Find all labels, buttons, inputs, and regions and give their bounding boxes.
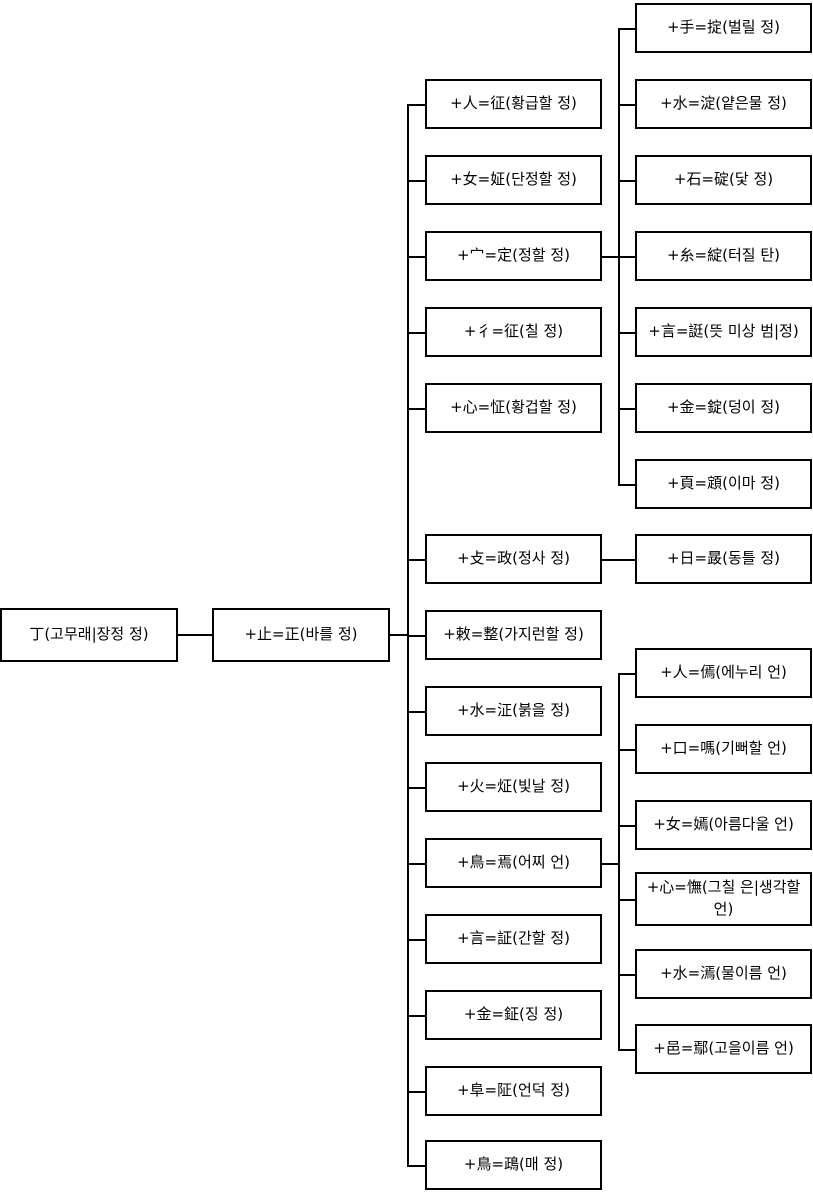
node-level2-5[interactable]: +攴=政(정사 정) <box>425 534 602 584</box>
edge-trunk-to-level2-10 <box>407 939 426 941</box>
node-yan-child-3-label: +心=憮(그칠 은|생각할 언) <box>646 878 801 918</box>
edge-yan-to-child-4 <box>618 974 636 976</box>
edge-yan-to-child-1 <box>618 749 636 751</box>
node-level2-2[interactable]: +宀=定(정할 정) <box>425 231 602 281</box>
node-level2-3[interactable]: +彳=征(칠 정) <box>425 307 602 357</box>
edge-ding-to-child-3 <box>618 256 636 258</box>
edge-level2-2-stub <box>602 256 620 258</box>
edge-trunk-to-level2-6 <box>407 635 426 637</box>
node-level2-12[interactable]: +阜=阷(언덕 정) <box>425 1066 602 1116</box>
node-level2-7-label: +水=泟(붉을 정) <box>456 701 570 720</box>
node-ding-child-0[interactable]: +手=掟(벌릴 정) <box>635 3 812 53</box>
node-ding-child-4-label: +言=誔(뜻 미상 범|정) <box>648 322 799 341</box>
edge-ding-to-child-1 <box>618 104 636 106</box>
node-yan-child-5-label: +邑=鄢(고을이름 언) <box>653 1039 794 1058</box>
node-root[interactable]: 丁(고무래|장정 정) <box>0 608 178 662</box>
edge-trunk-to-level2-5 <box>407 559 426 561</box>
node-ding-child-3-label: +糸=綻(터질 탄) <box>666 246 780 265</box>
node-level2-5-label: +攴=政(정사 정) <box>456 549 570 568</box>
node-level2-11-label: +金=鉦(징 정) <box>463 1005 564 1024</box>
node-level2-4[interactable]: +心=怔(황겁할 정) <box>425 383 602 433</box>
node-level2-6-label: +敕=整(가지런할 정) <box>443 625 584 644</box>
node-yan-child-2-label: +女=嫣(아름다울 언) <box>653 815 794 834</box>
edge-ding-to-child-0 <box>618 28 636 30</box>
node-level2-10-label: +言=証(간할 정) <box>456 929 570 948</box>
edge-yan-to-child-0 <box>618 673 636 675</box>
node-ding-child-2[interactable]: +石=碇(닻 정) <box>635 155 812 205</box>
node-level2-6[interactable]: +敕=整(가지런할 정) <box>425 610 602 660</box>
node-level2-13[interactable]: +鳥=鴊(매 정) <box>425 1140 602 1190</box>
node-level2-0-label: +人=征(황급할 정) <box>450 94 577 113</box>
node-yan-child-1[interactable]: +口=嗎(기뻐할 언) <box>635 724 812 774</box>
edge-trunk-to-level2-9 <box>407 863 426 865</box>
edge-level1-stub <box>390 634 409 636</box>
edge-trunk-to-level2-4 <box>407 408 426 410</box>
node-level2-12-label: +阜=阷(언덕 정) <box>456 1081 570 1100</box>
node-root-label: 丁(고무래|장정 정) <box>29 625 149 644</box>
edge-ding-to-child-6 <box>618 484 636 486</box>
edge-trunk-yan-children <box>618 673 620 1049</box>
node-ding-child-6-label: +頁=顁(이마 정) <box>666 474 780 493</box>
node-level2-9[interactable]: +鳥=焉(어찌 언) <box>425 838 602 888</box>
node-level2-10[interactable]: +言=証(간할 정) <box>425 914 602 964</box>
edge-trunk-to-level2-2 <box>407 256 426 258</box>
node-level2-2-label: +宀=定(정할 정) <box>456 246 570 265</box>
node-level2-8[interactable]: +火=炡(빛날 정) <box>425 762 602 812</box>
node-level2-8-label: +火=炡(빛날 정) <box>456 777 570 796</box>
node-yan-child-0[interactable]: +人=傿(에누리 언) <box>635 648 812 698</box>
node-level1-label: +止=正(바를 정) <box>244 625 358 644</box>
edge-yan-to-child-3 <box>618 899 636 901</box>
node-yan-child-1-label: +口=嗎(기뻐할 언) <box>660 739 787 758</box>
node-ding-child-1[interactable]: +水=淀(얕은물 정) <box>635 79 812 129</box>
edge-trunk-to-level2-3 <box>407 332 426 334</box>
node-ding-child-3[interactable]: +糸=綻(터질 탄) <box>635 231 812 281</box>
node-level2-1[interactable]: +女=姃(단정할 정) <box>425 155 602 205</box>
edge-ding-to-child-4 <box>618 332 636 334</box>
node-zheng-child-0[interactable]: +日=晸(동틀 정) <box>635 534 812 584</box>
edge-ding-to-child-5 <box>618 408 636 410</box>
edge-trunk-to-level2-12 <box>407 1091 426 1093</box>
edge-trunk-to-level2-7 <box>407 711 426 713</box>
edge-root-to-level1 <box>178 634 212 636</box>
node-yan-child-0-label: +人=傿(에누리 언) <box>660 663 787 682</box>
edge-trunk-to-level2-11 <box>407 1015 426 1017</box>
edge-trunk-to-level2-1 <box>407 180 426 182</box>
node-yan-child-5[interactable]: +邑=鄢(고을이름 언) <box>635 1024 812 1074</box>
edge-yan-to-child-2 <box>618 825 636 827</box>
node-level1[interactable]: +止=正(바를 정) <box>212 608 390 662</box>
node-ding-child-5-label: +金=錠(덩이 정) <box>666 398 780 417</box>
edge-ding-to-child-2 <box>618 180 636 182</box>
edge-trunk-to-level2-0 <box>407 104 426 106</box>
node-level2-13-label: +鳥=鴊(매 정) <box>463 1155 564 1174</box>
node-level2-0[interactable]: +人=征(황급할 정) <box>425 79 602 129</box>
edge-trunk-to-level2-8 <box>407 787 426 789</box>
node-level2-9-label: +鳥=焉(어찌 언) <box>456 853 570 872</box>
node-ding-child-5[interactable]: +金=錠(덩이 정) <box>635 383 812 433</box>
node-yan-child-4[interactable]: +水=漹(물이름 언) <box>635 949 812 999</box>
edge-level2-5-to-zheng-child-0 <box>602 559 636 561</box>
node-ding-child-2-label: +石=碇(닻 정) <box>673 170 774 189</box>
node-level2-11[interactable]: +金=鉦(징 정) <box>425 990 602 1040</box>
edge-level2-9-stub <box>602 863 620 865</box>
node-yan-child-2[interactable]: +女=嫣(아름다울 언) <box>635 800 812 850</box>
node-zheng-child-0-label: +日=晸(동틀 정) <box>666 549 780 568</box>
node-level2-7[interactable]: +水=泟(붉을 정) <box>425 686 602 736</box>
node-level2-3-label: +彳=征(칠 정) <box>463 322 564 341</box>
edge-yan-to-child-5 <box>618 1049 636 1051</box>
node-yan-child-3[interactable]: +心=憮(그칠 은|생각할 언) <box>635 872 812 926</box>
node-ding-child-0-label: +手=掟(벌릴 정) <box>666 18 780 37</box>
node-yan-child-4-label: +水=漹(물이름 언) <box>660 964 787 983</box>
node-ding-child-6[interactable]: +頁=顁(이마 정) <box>635 459 812 509</box>
node-ding-child-4[interactable]: +言=誔(뜻 미상 범|정) <box>635 307 812 357</box>
node-level2-4-label: +心=怔(황겁할 정) <box>450 398 577 417</box>
edge-trunk-to-level2-13 <box>407 1165 426 1167</box>
node-ding-child-1-label: +水=淀(얕은물 정) <box>660 94 787 113</box>
node-level2-1-label: +女=姃(단정할 정) <box>450 170 577 189</box>
